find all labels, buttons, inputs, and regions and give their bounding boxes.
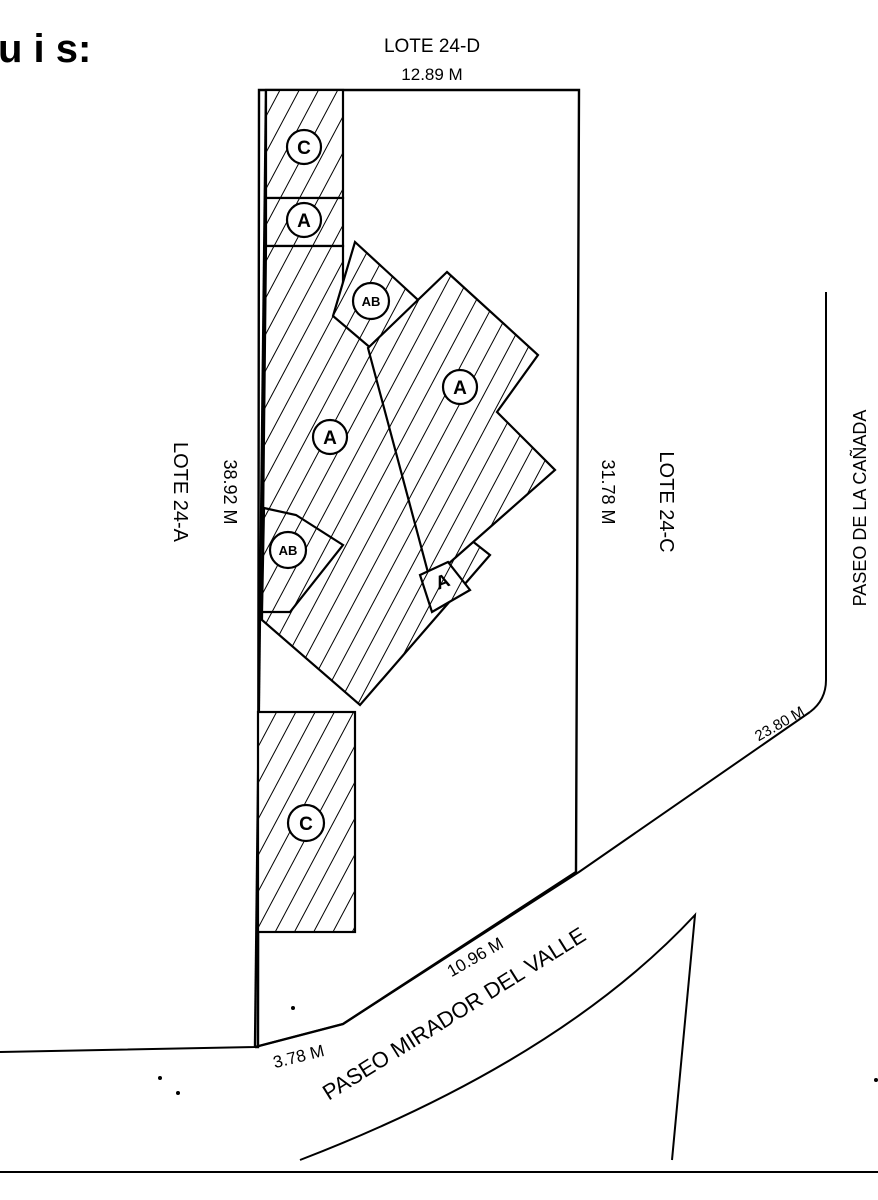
paseo-de-la-canada-label: PASEO DE LA CAÑADA xyxy=(849,410,870,607)
survey-dot xyxy=(291,1006,295,1010)
heading-text: u i s: xyxy=(0,27,91,71)
west-length-label: 38.92 M xyxy=(220,459,240,524)
paseo-de-la-canada-edge xyxy=(809,292,827,713)
south-segment-3-label: 23.80 M xyxy=(752,703,807,745)
mirador-curb-curve xyxy=(299,912,697,1161)
east-neighbor-label: LOTE 24-C xyxy=(655,451,677,552)
east-length-label: 31.78 M xyxy=(598,459,618,524)
zone-label: C xyxy=(299,814,313,835)
zone-label: A xyxy=(323,428,337,449)
survey-dot xyxy=(158,1076,162,1080)
lot-west-edge xyxy=(253,89,268,1048)
zone-a-upper-right-area xyxy=(366,270,557,582)
zone-marker-a-center: A xyxy=(311,418,349,456)
zone-marker-ab-lower: AB xyxy=(268,530,308,570)
zone-marker-a-top: A xyxy=(285,201,323,239)
zone-marker-a-upper-right: A xyxy=(441,368,479,406)
zone-a-lower-right-area xyxy=(418,560,472,614)
south-segment-1-label: 3.78 M xyxy=(271,1041,326,1072)
zone-label: AB xyxy=(362,294,381,309)
west-neighbor-label: LOTE 24-A xyxy=(169,442,191,543)
survey-dot xyxy=(176,1091,180,1095)
south-street-edge xyxy=(0,711,811,1053)
north-neighbor-label: LOTE 24-D xyxy=(384,36,480,57)
zone-marker-c-top: C xyxy=(285,128,323,166)
north-length-label: 12.89 M xyxy=(401,65,462,84)
zone-marker-ab-upper: AB xyxy=(351,281,391,321)
zone-label: AB xyxy=(279,543,298,558)
zone-label: C xyxy=(297,138,311,159)
zone-marker-c-bottom: C xyxy=(286,803,326,843)
survey-dot xyxy=(874,1078,878,1082)
zone-label: A xyxy=(453,378,467,399)
zone-label: A xyxy=(297,211,311,232)
